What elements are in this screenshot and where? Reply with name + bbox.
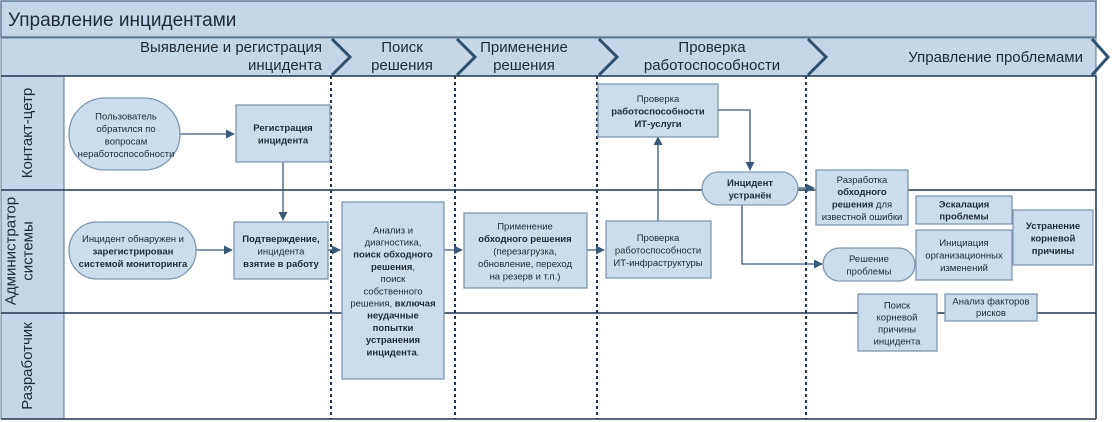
phase-chevron	[455, 37, 478, 77]
node-confirmation	[233, 221, 329, 280]
phase-chevron	[330, 37, 353, 77]
node-problem-solution	[822, 247, 916, 282]
node-registration	[235, 104, 331, 163]
diagram-title: Управление инцидентами	[8, 10, 236, 31]
node-check-service	[597, 83, 719, 138]
lane-label-contact-center: Контакт-цетр	[19, 88, 36, 178]
node-org-changes	[915, 229, 1013, 281]
title-bar	[0, 0, 1097, 38]
phase-chevron	[597, 37, 620, 77]
node-monitoring-detected	[68, 221, 197, 280]
node-check-infra	[605, 220, 712, 279]
node-apply-workaround	[463, 212, 588, 289]
phase-chevron	[1090, 38, 1111, 76]
phase-label-problem-mgmt: Управление проблемами	[908, 49, 1083, 66]
phase-chevron	[806, 37, 829, 77]
node-root-search	[857, 293, 938, 352]
connector-arrow	[741, 204, 823, 269]
node-escalation	[915, 195, 1013, 225]
node-user-contacted	[68, 97, 181, 171]
connector-arrow	[718, 109, 755, 171]
node-analysis	[341, 201, 445, 380]
node-incident-resolved	[701, 171, 799, 206]
node-workaround-dev	[815, 169, 909, 226]
lane-label-system-admin: Администраторсистемы	[3, 197, 37, 305]
node-risk-analysis	[944, 293, 1038, 322]
node-root-fix	[1012, 209, 1094, 266]
lane-label-developer: Разработчик	[19, 322, 36, 410]
phase-header-band	[0, 37, 1097, 77]
